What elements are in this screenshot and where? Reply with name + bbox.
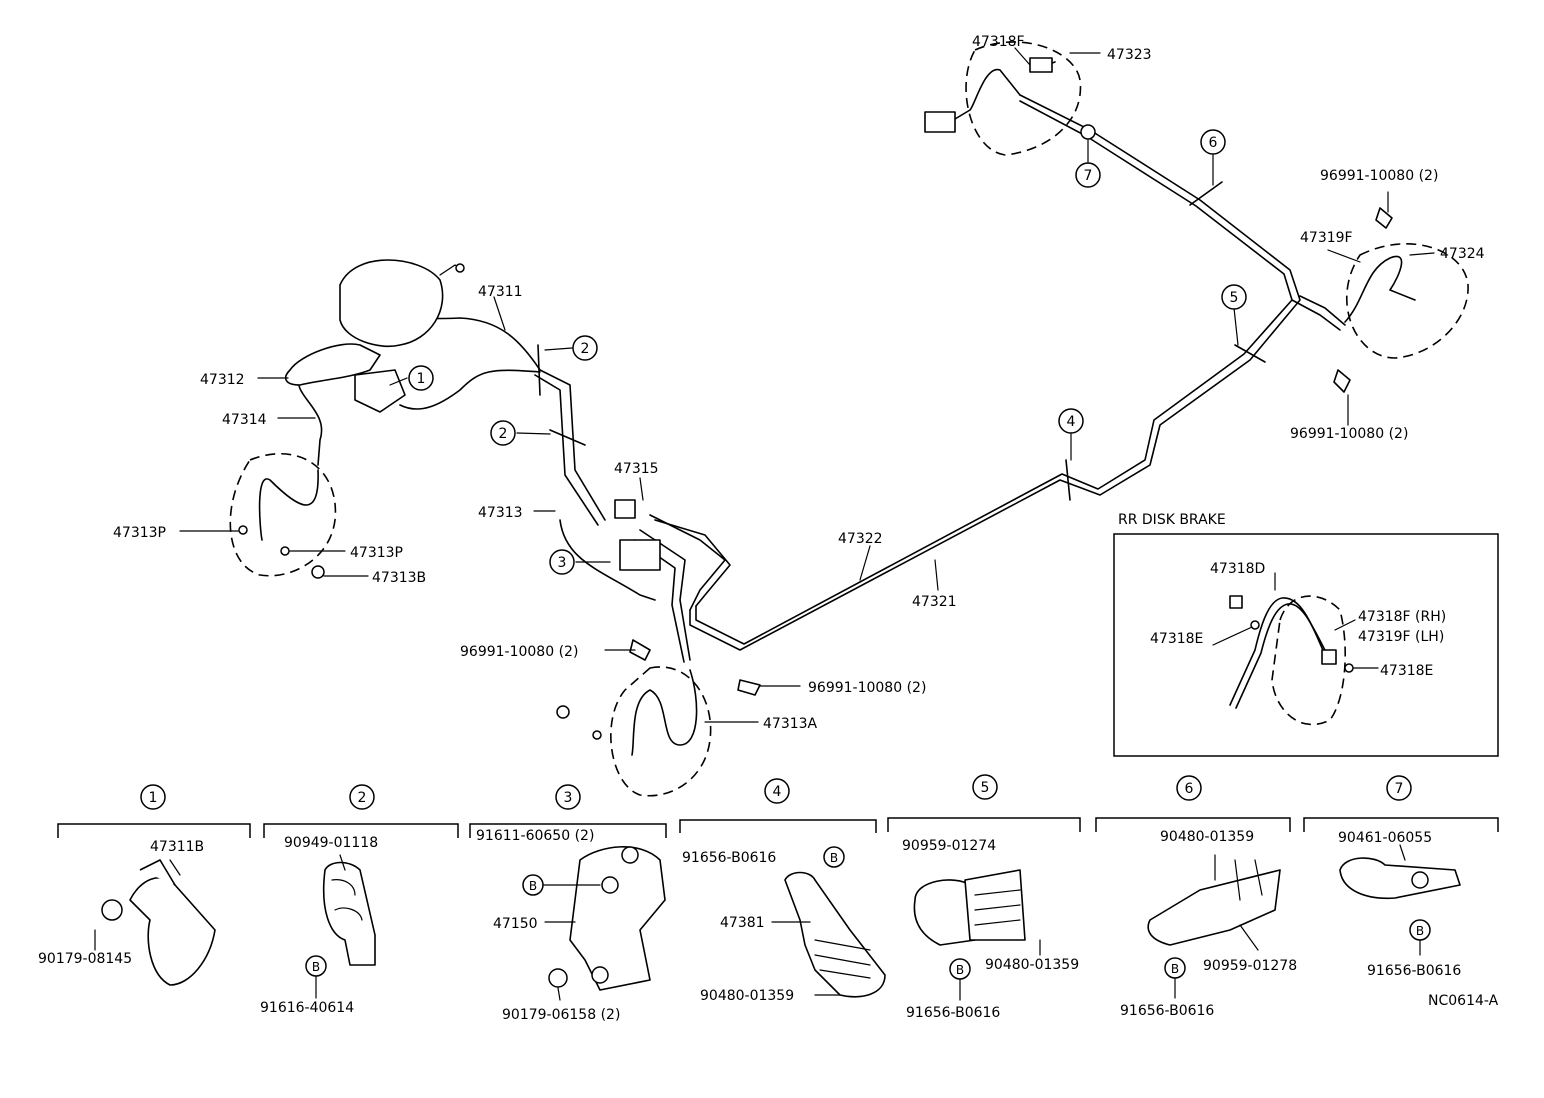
g4-part-c: 90480-01359	[700, 988, 794, 1004]
svg-text:5: 5	[981, 780, 990, 796]
label-clip-top-right: 96991-10080 (2)	[1320, 168, 1438, 184]
g3-part-c: 90179-06158 (2)	[502, 1007, 620, 1023]
callout-2b: 2	[490, 420, 516, 446]
callout-7: 7	[1075, 162, 1101, 188]
g6-part-b: 90959-01278	[1203, 958, 1297, 974]
g5-part-a: 90959-01274	[902, 838, 996, 854]
svg-text:B: B	[956, 963, 964, 977]
svg-text:3: 3	[564, 790, 573, 806]
label-47319F-lh: 47319F (LH)	[1358, 629, 1444, 645]
label-clip-left: 96991-10080 (2)	[460, 644, 578, 660]
wheel-outlines	[229, 41, 1469, 797]
g5-part-c: 91656-B0616	[906, 1005, 1000, 1021]
g6-part-a: 90480-01359	[1160, 829, 1254, 845]
callout-5: 5	[1221, 284, 1247, 310]
label-47323: 47323	[1107, 47, 1152, 63]
callout-4: 4	[1058, 408, 1084, 434]
label-47319F: 47319F	[1300, 230, 1353, 246]
group-1: 1 47311B 90179-08145	[38, 784, 251, 986]
g1-part-b: 90179-08145	[38, 951, 132, 967]
svg-text:B: B	[830, 851, 838, 865]
fittings	[238, 57, 1393, 740]
label-47322: 47322	[838, 531, 883, 547]
g5-part-b: 90480-01359	[985, 957, 1079, 973]
svg-text:2: 2	[499, 426, 508, 442]
label-47318E-right: 47318E	[1380, 663, 1433, 679]
g2-part-b: 91616-40614	[260, 1000, 354, 1016]
svg-text:4: 4	[773, 784, 782, 800]
svg-text:B: B	[1416, 924, 1424, 938]
g7-part-b: 91656-B0616	[1367, 963, 1461, 979]
label-47311: 47311	[478, 284, 523, 300]
callout-3: 3	[549, 549, 575, 575]
group-2: 2 B 90949-01118 91616-40614	[260, 784, 459, 1016]
g4-part-b: 47381	[720, 915, 765, 931]
label-47313: 47313	[478, 505, 523, 521]
g3-part-a: 91611-60650 (2)	[476, 828, 594, 844]
label-47318F-rh: 47318F (RH)	[1358, 609, 1446, 625]
group-5: 5 B 90959-01274 90480-01359 91656-B0616	[887, 774, 1081, 1021]
group-3: 3 B 91611-60650 (2) 47150 90179-06158 (2…	[469, 784, 667, 1023]
label-47318F-top: 47318F	[972, 34, 1025, 50]
inset-title: RR DISK BRAKE	[1118, 512, 1226, 528]
callout-2a: 2	[572, 335, 598, 361]
svg-text:6: 6	[1185, 781, 1194, 797]
parts-legend-row: 1 47311B 90179-08145 2 B 90949-01118 916…	[38, 774, 1499, 1023]
callout-6: 6	[1200, 129, 1226, 155]
label-47318E-left: 47318E	[1150, 631, 1203, 647]
label-47321: 47321	[912, 594, 957, 610]
svg-text:5: 5	[1230, 290, 1239, 306]
brake-lines	[258, 61, 1416, 756]
svg-text:B: B	[529, 879, 537, 893]
svg-text:B: B	[312, 960, 320, 974]
label-47312: 47312	[200, 372, 245, 388]
svg-text:4: 4	[1067, 414, 1076, 430]
svg-text:7: 7	[1084, 168, 1093, 184]
clamp-bars	[537, 181, 1266, 501]
label-47314: 47314	[222, 412, 267, 428]
rr-disk-brake-inset: RR DISK BRAKE 47318D 47318E 47318F (RH) …	[1113, 512, 1499, 757]
group-4: 4 B 91656-B0616 47381 90480-01359	[679, 778, 886, 1004]
label-47324: 47324	[1440, 246, 1485, 262]
label-47313A: 47313A	[763, 716, 818, 732]
g7-part-a: 90461-06055	[1338, 830, 1432, 846]
label-47313P-left: 47313P	[113, 525, 166, 541]
svg-text:1: 1	[149, 790, 158, 806]
svg-text:7: 7	[1395, 781, 1404, 797]
leader-lines	[179, 47, 1435, 723]
label-47315: 47315	[614, 461, 659, 477]
svg-text:6: 6	[1209, 135, 1218, 151]
label-clip-front: 96991-10080 (2)	[808, 680, 926, 696]
svg-text:2: 2	[358, 790, 367, 806]
svg-text:3: 3	[558, 555, 567, 571]
label-clip-mid-right: 96991-10080 (2)	[1290, 426, 1408, 442]
g3-part-b: 47150	[493, 916, 538, 932]
g1-part-a: 47311B	[150, 839, 204, 855]
group-6: 6 B 90480-01359 90959-01278 91656-B0616	[1095, 775, 1297, 1019]
callout-1: 1	[408, 365, 434, 391]
label-47313B: 47313B	[372, 570, 426, 586]
svg-text:1: 1	[417, 371, 426, 387]
diagram-code: NC0614-A	[1428, 993, 1499, 1009]
svg-text:B: B	[1171, 962, 1179, 976]
svg-text:2: 2	[581, 341, 590, 357]
g6-part-c: 91656-B0616	[1120, 1003, 1214, 1019]
master-cylinder-assembly	[284, 259, 465, 413]
label-47318D: 47318D	[1210, 561, 1265, 577]
callout-circles: 1 2 2 3 4 5 6 7	[408, 129, 1247, 575]
label-47313P-right: 47313P	[350, 545, 403, 561]
g4-part-a: 91656-B0616	[682, 850, 776, 866]
g2-part-a: 90949-01118	[284, 835, 378, 851]
group-7: 7 B 90461-06055 91656-B0616	[1303, 775, 1499, 979]
part-labels: 47311 47312 47314 47313P 47313P 47313B 4…	[113, 34, 1485, 732]
